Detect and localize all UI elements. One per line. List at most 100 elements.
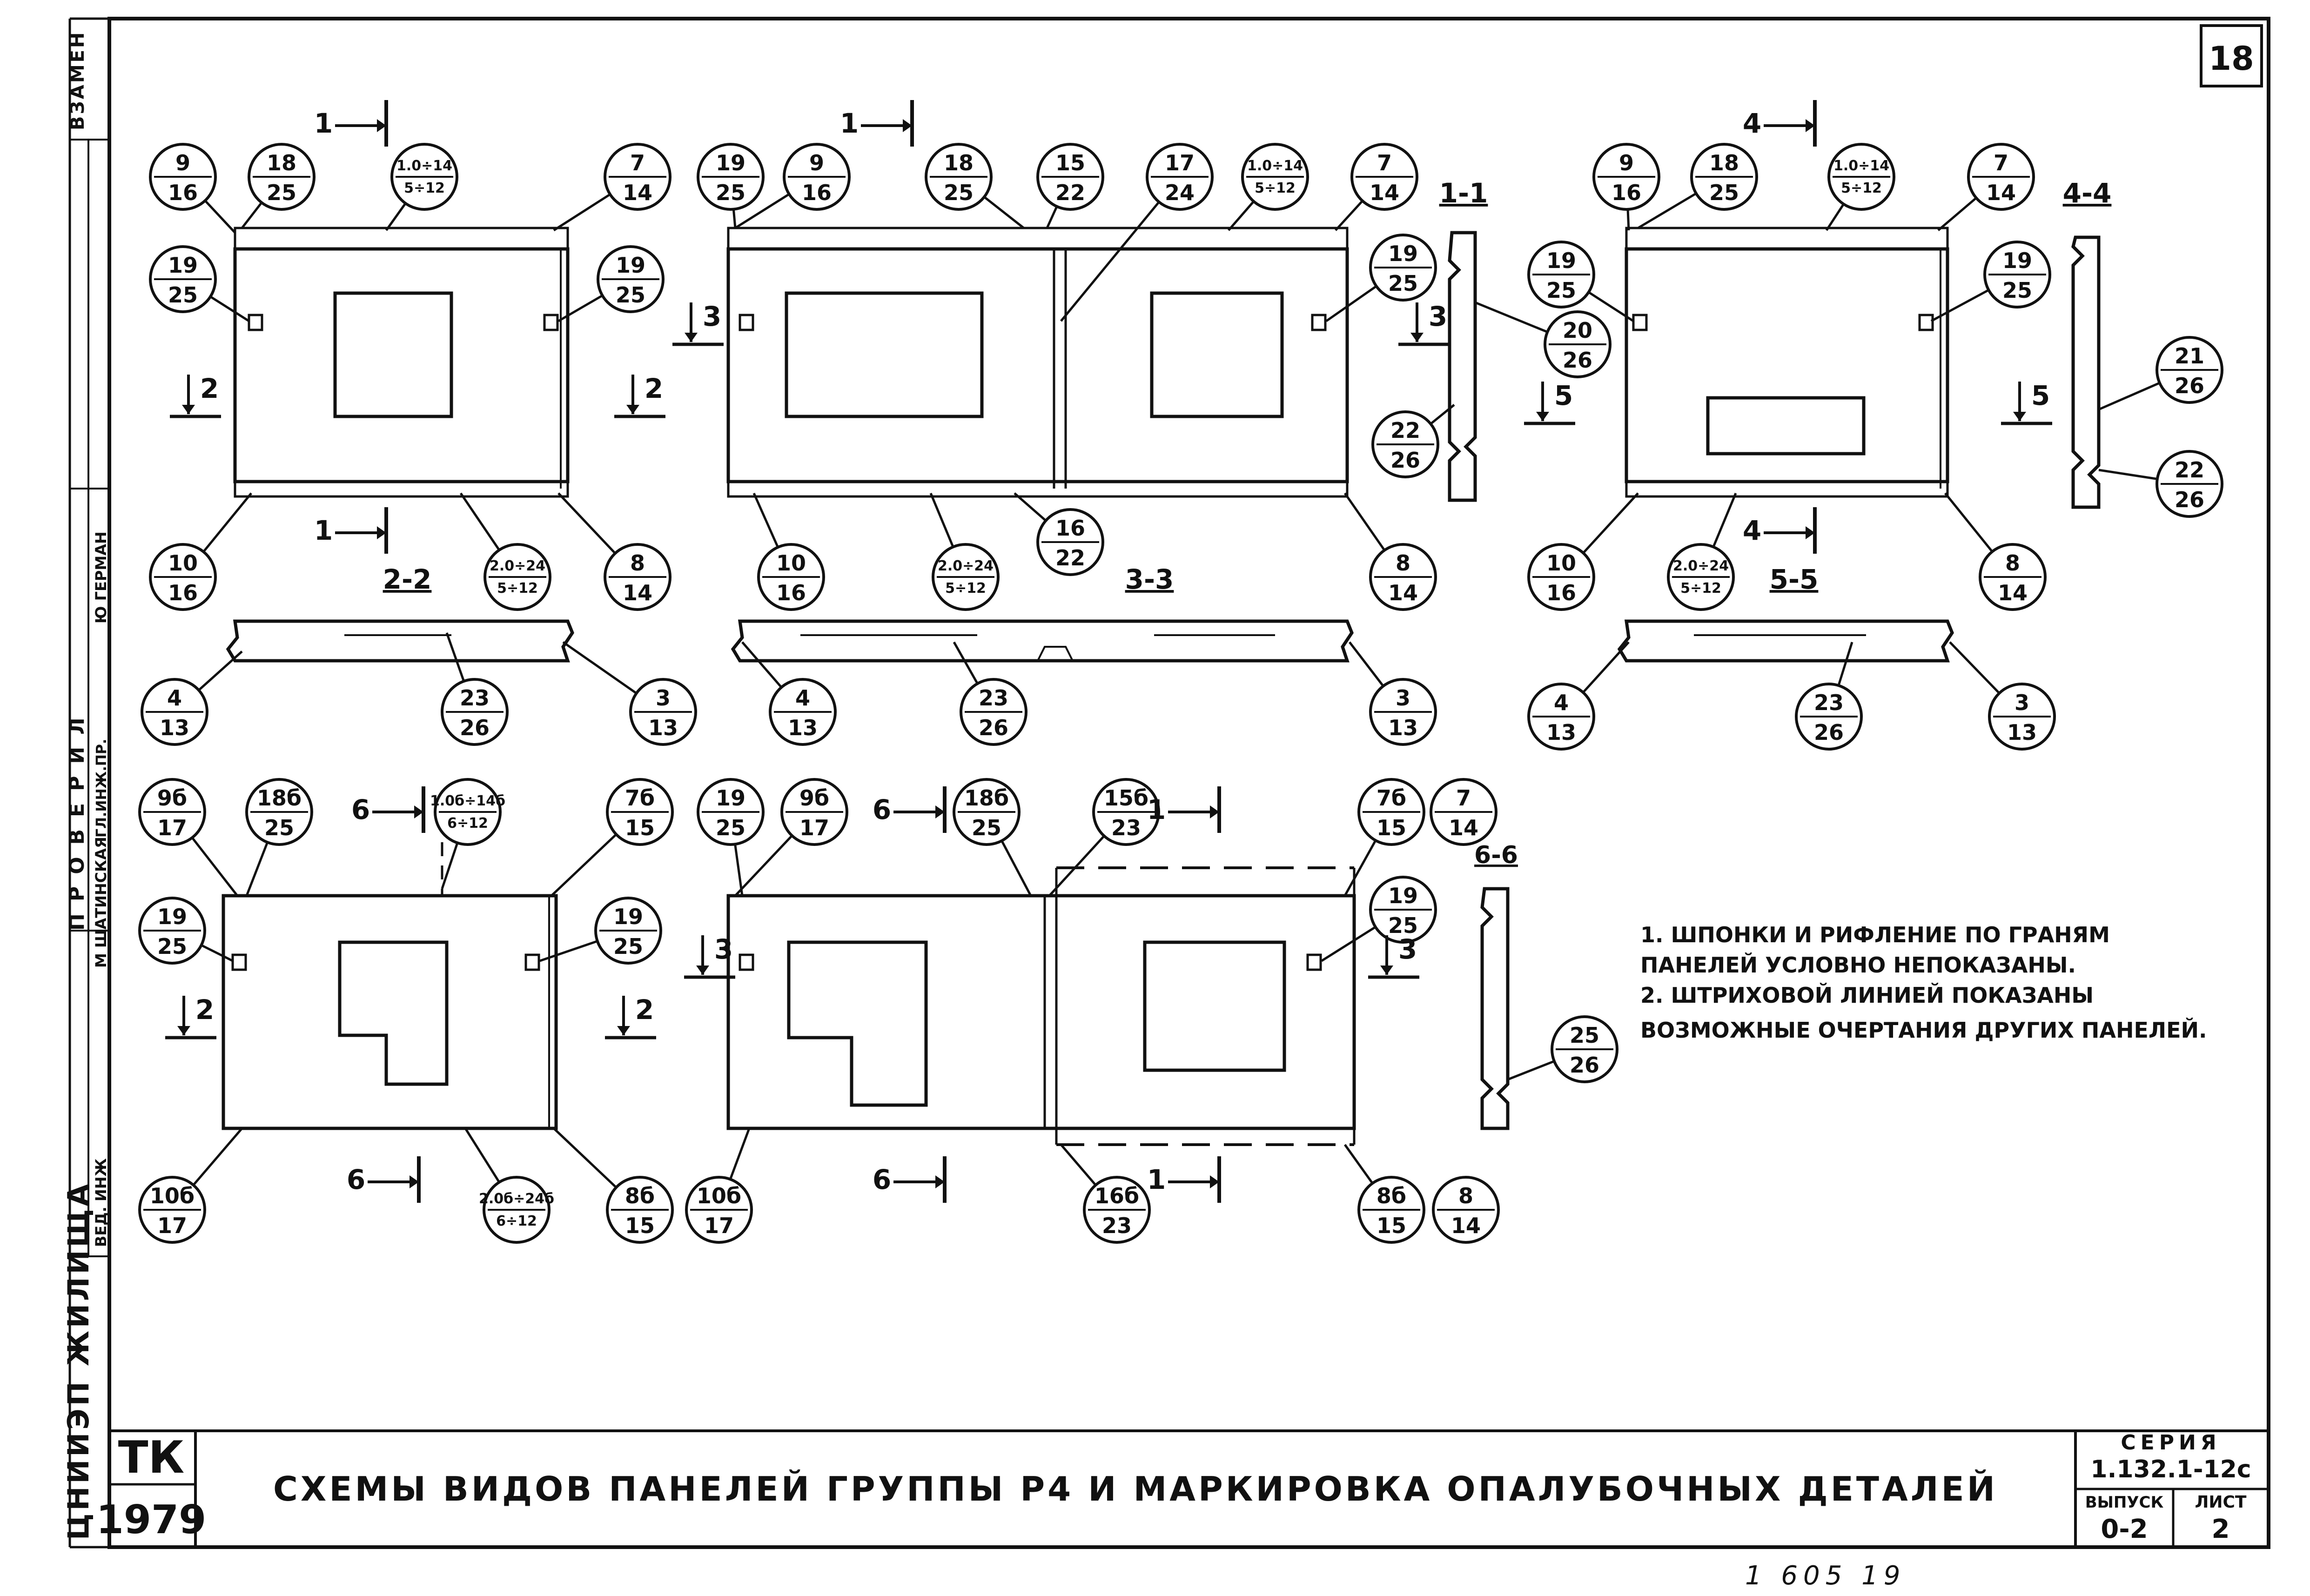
leader-line (734, 193, 790, 229)
panel-a (233, 227, 570, 498)
section-title-6-6: 6-6 (1474, 841, 1518, 869)
callout-bottom: 26 (2175, 487, 2204, 512)
callout-top: 19 (1388, 883, 1418, 908)
year: 1979 (96, 1497, 207, 1543)
callout-bottom: 25 (1388, 271, 1418, 296)
callout-bottom: 13 (160, 715, 189, 740)
leader-line (1475, 301, 1548, 333)
issue-value: 0-2 (2101, 1514, 2148, 1544)
callout-bottom: 25 (716, 180, 745, 205)
callout-bubble: 313 (1949, 641, 2056, 751)
callout-top: 23 (1814, 690, 1844, 715)
leader-line (1949, 641, 2001, 694)
section-cut-mark: 1 (840, 100, 914, 147)
cut-label: 6 (351, 794, 370, 825)
callout-bubble: 814 (1944, 492, 2047, 611)
section-cut-mark: 4 (1743, 100, 1817, 147)
callout-top: 19 (1388, 241, 1418, 266)
section-cut-mark: 2 (605, 994, 656, 1039)
leader-line (732, 209, 737, 228)
callout-top: 4 (795, 685, 810, 711)
callout-bottom: 23 (1111, 815, 1141, 840)
callout-top: 18 (1709, 150, 1739, 175)
section-cut-mark: 3 (1398, 301, 1450, 346)
cut-label: 3 (1429, 301, 1447, 332)
callout-bottom: 13 (2007, 720, 2037, 745)
callout-bottom: 13 (1388, 715, 1418, 740)
leader-line (734, 844, 744, 896)
callout-bubble: 2.0÷245÷12 (1667, 493, 1737, 611)
callout-bottom: 25 (1709, 180, 1739, 205)
section-titles: 1-1 2-2 3-3 4-4 5-5 6-6 (383, 177, 2112, 869)
callout-bottom: 26 (979, 715, 1008, 740)
callout-top: 2.0÷24 (938, 558, 994, 574)
callout-bubble: 1.0÷145÷12 (1228, 143, 1309, 231)
callout-bottom: 17 (157, 815, 187, 840)
callout-top: 10 (1546, 550, 1576, 576)
cut-label: 1 (1147, 1164, 1166, 1195)
leader-line (245, 842, 269, 896)
leader-line (385, 202, 407, 231)
callout-top: 7 (1377, 150, 1392, 175)
callout-bubble: 714 (1335, 143, 1418, 231)
leader-line (1228, 201, 1255, 231)
cut-label: 5 (2031, 380, 2050, 411)
cut-label: 2 (200, 373, 219, 404)
callout-top: 7б (625, 785, 655, 811)
leader-line (734, 835, 793, 897)
section-title-2-2: 2-2 (383, 563, 432, 595)
note-line-3: 2. ШТРИХОВОЙ ЛИНИЕЙ ПОКАЗАНЫ (1640, 983, 2094, 1008)
callout-bottom: 25 (1546, 278, 1576, 303)
callout-bubble: 714 (1430, 778, 1497, 846)
callout-bottom: 25 (944, 180, 974, 205)
section-cut-mark: 6 (347, 1156, 421, 1203)
callout-top: 3 (656, 685, 671, 711)
side-role-1: ГЛ.ИНЖ.ПР. (94, 739, 110, 838)
leader-line (1335, 200, 1363, 231)
callout-top: 9 (175, 150, 190, 175)
panel-b (726, 227, 1349, 498)
leader-line (441, 842, 459, 889)
side-role-2: ВЕД. ИНЖ (92, 1158, 110, 1247)
section-cut-mark: 1 (1147, 786, 1221, 833)
callout-bottom: 25 (613, 934, 643, 959)
callout-top: 2.0б÷24б (479, 1191, 554, 1207)
callout-bottom: 26 (1814, 720, 1844, 745)
leader-line (539, 940, 598, 962)
callout-top: 19 (1546, 248, 1576, 273)
callout-top: 16б (1095, 1183, 1139, 1208)
cut-label: 1 (840, 107, 859, 139)
issue-label: ВЫПУСК (2085, 1493, 2164, 1512)
section-6-6-shape (1480, 887, 1510, 1130)
callout-top: 25 (1570, 1023, 1599, 1048)
callout-bottom: 17 (799, 815, 829, 840)
callout-bottom: 22 (1055, 545, 1085, 570)
leader-line (1944, 492, 1994, 553)
section-cut-mark: 2 (165, 994, 216, 1039)
cut-label: 6 (347, 1164, 365, 1195)
section-4-4-shape (2071, 235, 2101, 509)
leader-line (241, 201, 263, 229)
leader-line (204, 200, 236, 234)
section-cut-mark: 1 (314, 100, 388, 147)
callout-bottom: 26 (2175, 373, 2204, 398)
